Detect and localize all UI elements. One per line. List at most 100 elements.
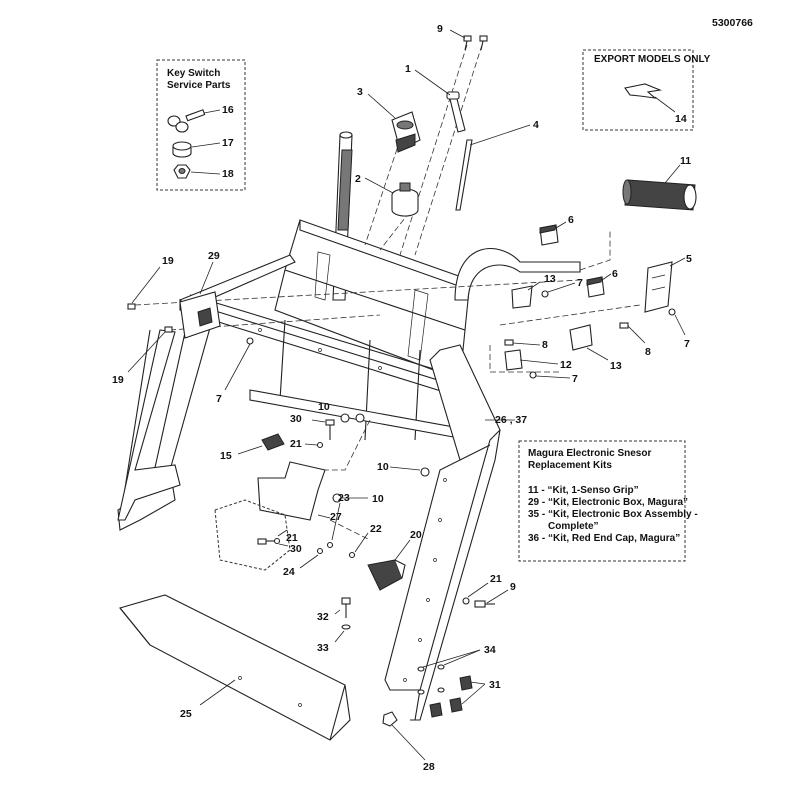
callout-31: 31 (489, 679, 501, 691)
callout-9-top: 9 (437, 23, 443, 35)
part-9-screws (463, 35, 488, 51)
part-3-switch (391, 111, 421, 153)
callout-24: 24 (283, 566, 295, 578)
handle-frame-assembly (117, 131, 581, 721)
callout-18: 18 (222, 168, 234, 180)
key-switch-title-line2: Service Parts (167, 80, 231, 91)
callout-17: 17 (222, 137, 234, 149)
callout-10-mid: 10 (377, 461, 389, 473)
part-13-bracket-top (511, 285, 533, 309)
callout-16: 16 (222, 104, 234, 116)
part-13-bracket-right (569, 324, 593, 351)
callout-3: 3 (357, 86, 363, 98)
part-19-screws (127, 303, 173, 333)
magura-item-29: 29 - “Kit, Electronic Box, Magura” (528, 497, 688, 508)
magura-item-35-cont: Complete” (548, 521, 599, 532)
export-title: EXPORT MODELS ONLY (594, 54, 711, 65)
part-22-washer (348, 551, 356, 559)
callout-10-low: 10 (372, 493, 384, 505)
callout-13-right: 13 (610, 360, 622, 372)
magura-title-line2: Replacement Kits (528, 460, 612, 471)
callout-15: 15 (220, 450, 232, 462)
callout-2: 2 (355, 173, 361, 185)
part-11-grip (622, 179, 697, 211)
callout-34: 34 (484, 644, 496, 656)
key-switch-service-box: Key Switch Service Parts 16 17 18 (156, 59, 246, 191)
part-7-nuts (246, 290, 676, 379)
part-6-relay-top (539, 224, 559, 246)
callout-13-top: 13 (544, 273, 556, 285)
magura-title-line1: Magura Electronic Snesor (528, 448, 651, 459)
part-20-switch (367, 559, 406, 591)
callout-26-37: 26 , 37 (495, 414, 527, 426)
export-models-box: EXPORT MODELS ONLY 14 (582, 49, 711, 131)
part-9-bolt-right (474, 600, 495, 608)
magura-item-36: 36 - “Kit, Red End Cap, Magura” (528, 533, 680, 544)
callout-19-bottom: 19 (112, 374, 124, 386)
part-1-lever (446, 91, 466, 133)
magura-item-11: 11 - “Kit, 1-Senso Grip” (528, 485, 639, 496)
callout-32: 32 (317, 611, 329, 623)
part-29-electronic-box (179, 291, 221, 339)
part-21-washer-right (462, 597, 470, 605)
key-switch-title-line1: Key Switch (167, 68, 220, 79)
callout-4: 4 (533, 119, 539, 131)
ghost-engine-outline (214, 499, 291, 571)
magura-item-35: 35 - “Kit, Electronic Box Assembly - (528, 509, 698, 520)
part-8-screws (504, 322, 629, 346)
callout-6-right: 6 (612, 268, 618, 280)
part-10-nuts (332, 413, 430, 503)
export-plate-part (624, 83, 663, 99)
callout-33: 33 (317, 642, 329, 654)
callout-8-b: 8 (645, 346, 651, 358)
callout-7-c: 7 (216, 393, 222, 405)
part-32-bolt (341, 597, 351, 618)
nut-part (173, 164, 191, 179)
part-2-key-switch (391, 182, 419, 217)
callout-28: 28 (423, 761, 435, 773)
callout-21-upper: 21 (290, 438, 302, 450)
callout-19-top: 19 (162, 255, 174, 267)
callout-29: 29 (208, 250, 220, 262)
part-15-plate (261, 433, 285, 451)
part-34-washers (417, 664, 445, 695)
callout-12: 12 (560, 359, 572, 371)
cap-part (172, 141, 192, 158)
callout-7-b: 7 (684, 338, 690, 350)
callout-10-top: 10 (318, 401, 330, 413)
part-28-bolt (382, 711, 398, 727)
callout-30-upper: 30 (290, 413, 302, 425)
part-24-nut (316, 547, 324, 555)
part-5-electronic-box (644, 261, 673, 313)
part-23-washer (326, 541, 334, 549)
callout-7-d: 7 (572, 373, 578, 385)
part-33-washer (341, 624, 351, 630)
callout-21-right: 21 (490, 573, 502, 585)
callout-25: 25 (180, 708, 192, 720)
part-27-bracket (257, 461, 326, 521)
callout-14: 14 (675, 113, 687, 125)
callout-27: 27 (330, 511, 342, 523)
callout-23: 23 (338, 492, 350, 504)
callout-9-right: 9 (510, 581, 516, 593)
callout-5: 5 (686, 253, 692, 265)
part-30-bolt-lower (257, 537, 281, 545)
callout-30-lower: 30 (290, 543, 302, 555)
callout-6-top: 6 (568, 214, 574, 226)
callout-7-a: 7 (577, 277, 583, 289)
part-31-bolts (429, 675, 473, 718)
callout-20: 20 (410, 529, 422, 541)
callout-1: 1 (405, 63, 411, 75)
key-part (167, 109, 206, 133)
part-21-washer-upper (316, 441, 324, 449)
part-25-plate (119, 594, 351, 741)
callout-11: 11 (680, 155, 691, 167)
part-4-rod (455, 139, 473, 211)
drawing-number: 5300766 (712, 17, 753, 29)
callout-22: 22 (370, 523, 382, 535)
callout-8-a: 8 (542, 339, 548, 351)
magura-kits-box: Magura Electronic Snesor Replacement Kit… (518, 440, 698, 562)
callout-21-lower: 21 (286, 532, 298, 544)
part-12-switch (504, 349, 523, 371)
